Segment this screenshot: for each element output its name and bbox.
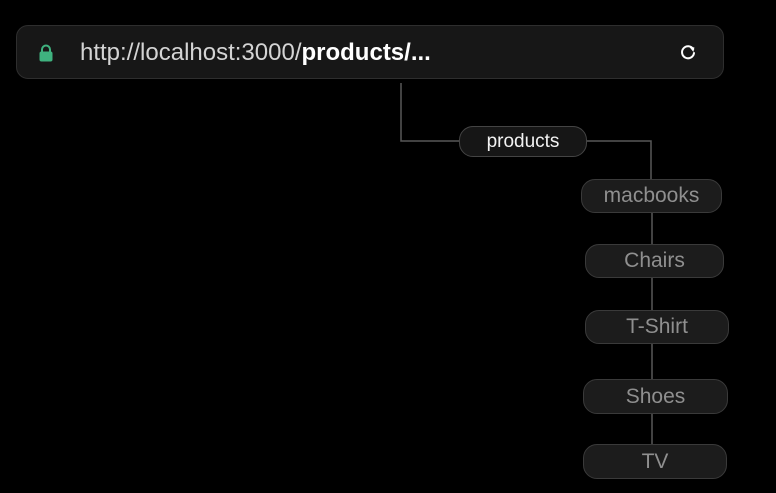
route-node-shoes: Shoes [583,379,728,414]
address-bar[interactable]: http://localhost:3000/products/... [16,25,724,79]
reload-icon[interactable] [679,44,697,62]
route-node-products: products [459,126,587,157]
url-text[interactable]: http://localhost:3000/products/... [80,38,431,68]
route-node-tv: TV [583,444,727,479]
route-node-chairs: Chairs [585,244,724,278]
route-node-macbooks: macbooks [581,179,722,213]
route-node-tshirt: T-Shirt [585,310,729,344]
url-path: products/... [301,39,431,66]
url-prefix: http://localhost:3000/ [80,39,302,66]
connector-products-to-children [587,140,652,179]
connector-url-to-products [400,83,459,142]
lock-icon [39,44,53,62]
